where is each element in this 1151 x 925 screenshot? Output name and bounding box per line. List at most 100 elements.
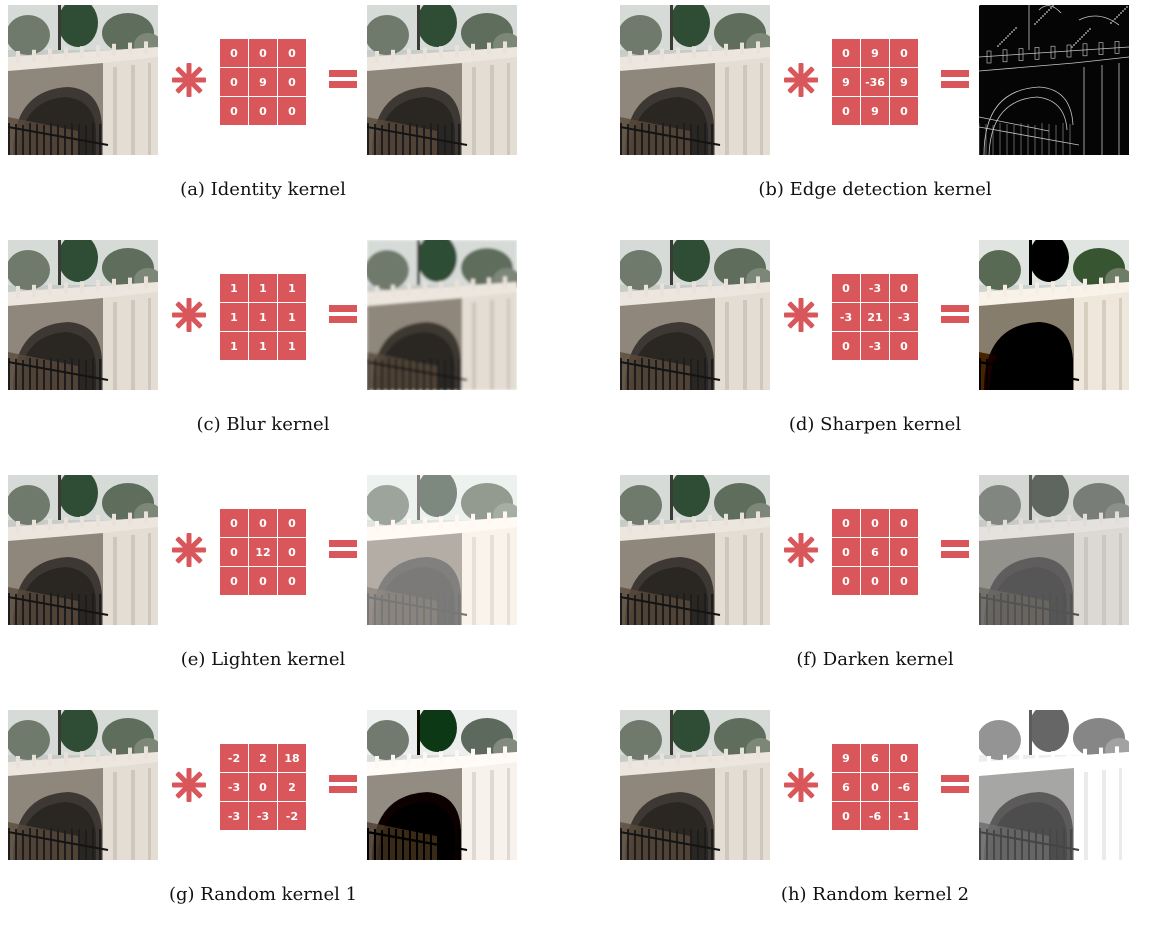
output-image — [979, 475, 1129, 625]
kernel-cell: 1 — [249, 332, 277, 360]
kernel-cell: 1 — [220, 332, 248, 360]
kernel-cell: 9 — [249, 68, 277, 96]
kernel-cell: 0 — [220, 538, 248, 566]
kernel-cell: 2 — [278, 773, 306, 801]
kernel-cell: 12 — [249, 538, 277, 566]
output-image — [979, 5, 1129, 155]
kernel-cell: 0 — [278, 39, 306, 67]
convolution-asterisk-icon — [782, 61, 820, 99]
kernel-cell: 0 — [278, 538, 306, 566]
kernel-cell: -1 — [890, 802, 918, 830]
kernel-cell: 1 — [278, 274, 306, 302]
kernel-cell: 1 — [278, 332, 306, 360]
kernel-cell: 0 — [832, 802, 860, 830]
convolution-asterisk-icon — [170, 296, 208, 334]
output-image — [367, 475, 517, 625]
kernel-cell: 0 — [220, 567, 248, 595]
kernel-cell: 1 — [220, 303, 248, 331]
equals-icon — [941, 303, 969, 325]
convolution-asterisk-icon — [170, 61, 208, 99]
kernel-cell: 9 — [861, 39, 889, 67]
panel-caption: (f) Darken kernel — [796, 649, 954, 670]
kernel-cell: 0 — [890, 567, 918, 595]
output-image — [367, 240, 517, 390]
kernel-cell: -3 — [861, 274, 889, 302]
kernel-cell: 0 — [890, 332, 918, 360]
kernel-cell: -2 — [220, 744, 248, 772]
kernel-cell: -3 — [832, 303, 860, 331]
kernel-cell: 9 — [890, 68, 918, 96]
convolution-asterisk-icon — [782, 766, 820, 804]
input-image — [8, 710, 158, 860]
kernel-cell: 0 — [890, 509, 918, 537]
convolution-asterisk-icon — [782, 531, 820, 569]
kernel-cell: 0 — [220, 68, 248, 96]
kernel-cell: 0 — [278, 68, 306, 96]
kernel-cell: 0 — [220, 39, 248, 67]
output-image — [979, 710, 1129, 860]
equals-icon — [941, 773, 969, 795]
kernel-cell: 0 — [890, 744, 918, 772]
panel-caption: (g) Random kernel 1 — [168, 884, 358, 905]
kernel-cell: 0 — [890, 538, 918, 566]
input-image — [8, 5, 158, 155]
kernel-cell: 0 — [890, 97, 918, 125]
kernel-cell: -36 — [861, 68, 889, 96]
equals-icon — [329, 68, 357, 90]
kernel-cell: 1 — [249, 303, 277, 331]
kernel-cell: 0 — [249, 509, 277, 537]
kernel-cell: 0 — [832, 39, 860, 67]
kernel-cell: 1 — [220, 274, 248, 302]
kernel-cell: -3 — [861, 332, 889, 360]
kernel-cell: 0 — [832, 538, 860, 566]
kernel-cell: 0 — [861, 773, 889, 801]
equals-icon — [329, 773, 357, 795]
kernel-cell: 0 — [249, 773, 277, 801]
kernel-cell: 0 — [832, 567, 860, 595]
kernel-cell: 21 — [861, 303, 889, 331]
kernel-cell: 0 — [861, 567, 889, 595]
equals-icon — [941, 68, 969, 90]
kernel-cell: 0 — [861, 509, 889, 537]
equals-icon — [941, 538, 969, 560]
panel-caption: (c) Blur kernel — [196, 414, 330, 435]
kernel-cell: -6 — [861, 802, 889, 830]
input-image — [620, 5, 770, 155]
kernel-cell: 0 — [220, 97, 248, 125]
kernel-cell: -3 — [220, 773, 248, 801]
kernel-cell: -2 — [278, 802, 306, 830]
convolution-asterisk-icon — [170, 766, 208, 804]
equals-icon — [329, 303, 357, 325]
kernel-cell: 0 — [832, 97, 860, 125]
input-image — [8, 475, 158, 625]
output-image — [367, 710, 517, 860]
panel-caption: (b) Edge detection kernel — [758, 179, 992, 200]
input-image — [8, 240, 158, 390]
kernel-cell: 6 — [861, 744, 889, 772]
kernel-cell: 9 — [861, 97, 889, 125]
convolution-asterisk-icon — [782, 296, 820, 334]
kernel-cell: 0 — [832, 332, 860, 360]
kernel-cell: 0 — [278, 509, 306, 537]
panel-caption: (a) Identity kernel — [180, 179, 346, 200]
panel-caption: (h) Random kernel 2 — [780, 884, 970, 905]
output-image — [367, 5, 517, 155]
kernel-cell: 6 — [861, 538, 889, 566]
kernel-cell: 0 — [220, 509, 248, 537]
kernel-cell: 2 — [249, 744, 277, 772]
kernel-cell: 9 — [832, 68, 860, 96]
